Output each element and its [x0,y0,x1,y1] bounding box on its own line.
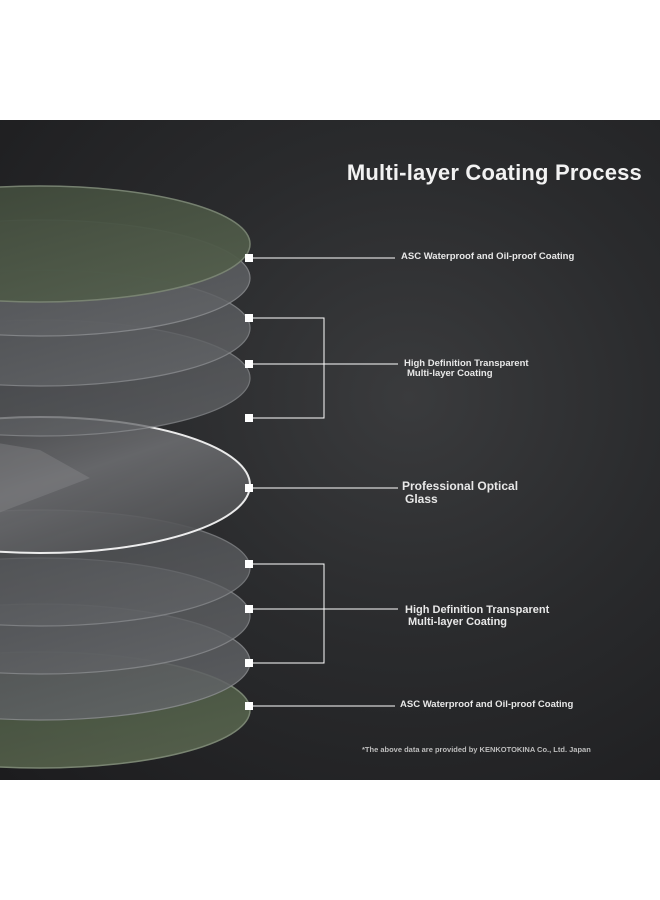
label-asc-top: ASC Waterproof and Oil-proof Coating [401,251,575,262]
asc-layer-top [0,185,251,303]
marker-points [245,254,253,710]
marker-square [245,702,253,710]
marker-square [245,659,253,667]
coating-layers-diagram [0,185,398,769]
marker-square [245,560,253,568]
label-hd-top-line2: Multi-layer Coating [407,368,493,380]
page-title: Multi-layer Coating Process [346,160,642,185]
diagram-panel: Multi-layer Coating Process ASC Waterpro… [0,120,660,780]
label-hd-bottom-line1: High Definition Transparent [405,604,550,616]
label-glass-line1: Professional Optical [402,479,519,493]
marker-square [245,414,253,422]
marker-square [245,360,253,368]
leader-lines [249,257,398,707]
label-glass-line2: Glass [405,492,438,507]
label-hd-top-line1: High Definition Transparent [404,358,529,369]
label-asc-bottom: ASC Waterproof and Oil-proof Coating [400,699,574,710]
data-source-footnote: *The above data are provided by KENKOTOK… [362,745,591,754]
label-hd-bottom: High Definition Transparent Multi-layer … [405,604,549,628]
glass-highlight [0,443,90,513]
label-asc-top-text: ASC Waterproof and Oil-proof Coating [401,251,575,262]
label-hd-bottom-line2: Multi-layer Coating [408,616,508,629]
marker-square [245,254,253,262]
label-hd-top: High Definition Transparent Multi-layer … [404,358,529,380]
marker-square [245,484,253,492]
marker-square [245,314,253,322]
label-asc-bottom-text: ASC Waterproof and Oil-proof Coating [400,699,574,710]
label-optical-glass: Professional Optical Glass [402,479,519,507]
marker-square [245,605,253,613]
